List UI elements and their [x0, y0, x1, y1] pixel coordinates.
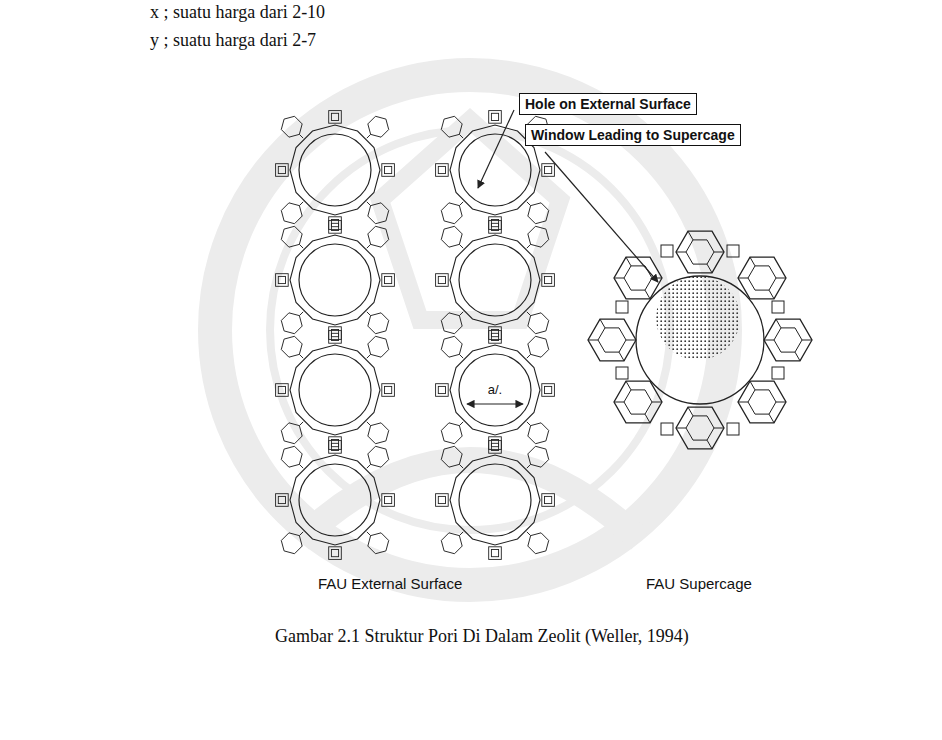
callout-box: Hole on External Surface — [519, 93, 697, 115]
dimension-label: a/. — [488, 382, 502, 397]
formula-note: x ; suatu harga dari 2-10 — [150, 2, 325, 23]
callout-box: Window Leading to Supercage — [525, 124, 741, 146]
figure-part-label: FAU Supercage — [646, 575, 752, 592]
fau-lattice — [276, 111, 555, 560]
fau-supercage — [588, 231, 812, 449]
watermark-logo — [215, 75, 725, 585]
callout-text: Hole on External Surface — [525, 96, 691, 112]
figure-caption: Gambar 2.1 Struktur Pori Di Dalam Zeolit… — [275, 626, 689, 647]
figure-part-label: FAU External Surface — [318, 575, 462, 592]
formula-note: y ; suatu harga dari 2-7 — [150, 30, 316, 51]
callout-text: Window Leading to Supercage — [531, 127, 735, 143]
